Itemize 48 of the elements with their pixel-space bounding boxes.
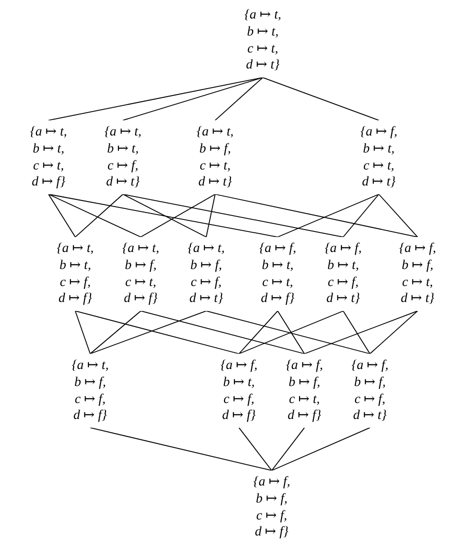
connector [238, 310, 344, 354]
connector [277, 310, 305, 354]
connector [122, 77, 264, 121]
node-text: {a ↦ f, b ↦ f, c ↦ f, d ↦ f} [253, 474, 290, 540]
connector [74, 310, 240, 354]
connector [206, 310, 370, 354]
connector [262, 77, 380, 121]
node-text: {a ↦ f, b ↦ f, c ↦ t, d ↦ f} [286, 358, 323, 423]
connector [342, 194, 380, 238]
connector [342, 310, 370, 354]
connector [74, 194, 124, 238]
connector [74, 310, 91, 354]
node-text: {a ↦ f, b ↦ t, c ↦ f, d ↦ t} [324, 241, 362, 306]
node-text: {a ↦ f, b ↦ t, c ↦ t, d ↦ t} [360, 124, 398, 190]
connector [48, 194, 76, 238]
connector [48, 77, 264, 121]
connector [271, 427, 305, 471]
node-text: {a ↦ t, b ↦ f, c ↦ t, d ↦ t} [196, 124, 234, 190]
connector [140, 310, 305, 354]
connector [48, 194, 278, 238]
connector [90, 427, 272, 471]
connector [90, 310, 142, 354]
connector [304, 310, 418, 354]
connector [48, 194, 142, 238]
connector [238, 427, 272, 471]
connector [271, 427, 370, 471]
connector [90, 310, 207, 354]
node-text: {a ↦ t, b ↦ f, c ↦ f, d ↦ f} [72, 358, 109, 423]
connector [378, 194, 418, 238]
connector [238, 310, 278, 354]
node-text: {a ↦ f, b ↦ f, c ↦ t, d ↦ t} [399, 241, 436, 306]
connector [214, 194, 418, 238]
connector [122, 194, 344, 238]
node-text: {a ↦ t, b ↦ t, c ↦ f, d ↦ f} [56, 241, 94, 306]
node-text: {a ↦ t, b ↦ t, c ↦ f, d ↦ t} [104, 124, 142, 190]
node-text: {a ↦ t, b ↦ f, c ↦ t, d ↦ f} [122, 241, 160, 306]
connector [140, 194, 216, 238]
connector [206, 194, 216, 238]
node-text: {a ↦ t, b ↦ f, c ↦ f, d ↦ t} [188, 241, 225, 306]
node-text: {a ↦ f, b ↦ f, c ↦ f, d ↦ t} [351, 358, 388, 423]
node-text: {a ↦ t, b ↦ t, c ↦ t, d ↦ t} [244, 8, 282, 72]
connector [369, 310, 418, 354]
node-text: {a ↦ f, b ↦ t, c ↦ f, d ↦ f} [220, 358, 258, 423]
connector [277, 194, 380, 238]
node-text: {a ↦ t, b ↦ t, c ↦ t, d ↦ f} [30, 124, 68, 190]
connector [122, 194, 207, 238]
node-text: {a ↦ f, b ↦ t, c ↦ t, d ↦ f} [259, 241, 296, 306]
connector [214, 77, 264, 121]
